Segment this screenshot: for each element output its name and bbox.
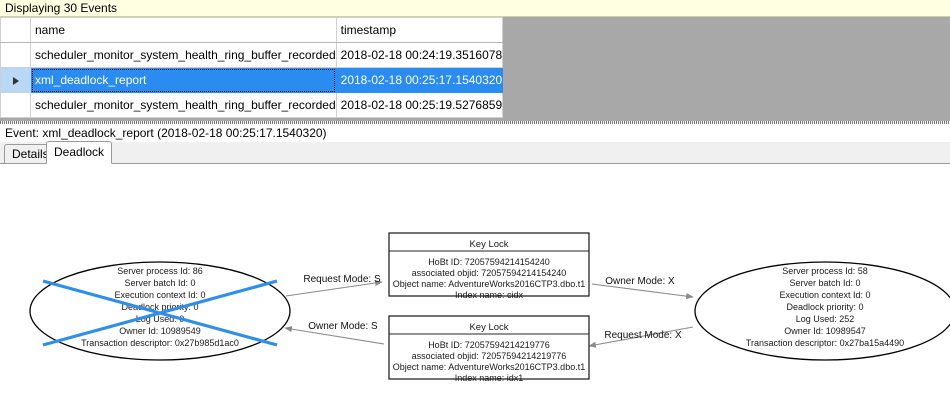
cell-timestamp[interactable]: 2018-02-18 00:25:17.1540320 <box>335 67 504 93</box>
cell-timestamp[interactable]: 2018-02-18 00:25:19.5276859 <box>335 92 504 118</box>
process-right-line-0: Server process Id: 58 <box>782 266 868 276</box>
process-right-line-2: Execution context Id: 0 <box>779 290 870 300</box>
resource-bottom-line-3: Index name: idx1 <box>455 373 524 383</box>
tab-details[interactable]: Details <box>4 144 57 163</box>
process-left-line-4: Log Used: 0 <box>136 314 185 324</box>
resource-bottom-line-2: Object name: AdventureWorks2016CTP3.dbo.… <box>393 362 585 372</box>
events-count-banner: Displaying 30 Events <box>0 0 950 17</box>
row-selector-cell[interactable] <box>0 42 31 68</box>
edge-label-bottom-owner-left: Owner Mode: S <box>308 321 378 332</box>
edge-left-request-top: Request Mode: S <box>285 274 383 297</box>
tab-deadlock[interactable]: Deadlock <box>46 141 113 164</box>
cell-timestamp[interactable]: 2018-02-18 00:24:19.3516078 <box>335 42 504 68</box>
process-node-left[interactable]: Server process Id: 86 Server batch Id: 0… <box>29 261 291 361</box>
process-left-line-6: Transaction descriptor: 0x27b985d1ac0 <box>81 338 239 348</box>
victim-cross-icon <box>42 279 278 347</box>
edge-right-request-bottom: Request Mode: X <box>588 326 694 348</box>
process-right-line-6: Transaction descriptor: 0x27ba15a4490 <box>746 338 904 348</box>
process-right-line-5: Owner Id: 10989547 <box>784 326 866 336</box>
resource-box-top[interactable] <box>388 232 590 297</box>
resource-bottom-title: Key Lock <box>469 322 508 333</box>
process-right-line-4: Log Used: 252 <box>796 314 855 324</box>
resource-bottom-line-1: associated objid: 72057594214219776 <box>412 351 567 361</box>
process-right-line-1: Server batch Id: 0 <box>789 278 860 288</box>
process-left-line-2: Execution context Id: 0 <box>114 290 205 300</box>
row-selector-cell[interactable] <box>0 92 31 118</box>
table-header-row: name timestamp <box>0 17 504 43</box>
cell-name[interactable]: xml_deadlock_report <box>30 67 337 93</box>
edge-top-owner-right: Owner Mode: X <box>591 276 694 300</box>
column-header-name[interactable]: name <box>30 17 337 43</box>
resource-top-line-3: Index name: cidx <box>455 290 524 300</box>
edge-bottom-owner-left: Owner Mode: S <box>284 321 385 345</box>
resource-node-bottom[interactable]: Key Lock HoBt ID: 72057594214219776 asso… <box>388 315 590 383</box>
edge-label-top-owner-right: Owner Mode: X <box>605 276 675 287</box>
events-grid-body[interactable]: scheduler_monitor_system_health_ring_buf… <box>0 42 504 118</box>
process-left-line-3: Deadlock priority: 0 <box>121 302 198 312</box>
events-grid-header: name timestamp <box>0 17 504 43</box>
resource-top-line-1: associated objid: 72057594214154240 <box>412 268 567 278</box>
process-ellipse-right[interactable] <box>694 261 950 361</box>
process-left-line-5: Owner Id: 10989549 <box>119 326 201 336</box>
process-node-right[interactable]: Server process Id: 58 Server batch Id: 0… <box>694 261 950 361</box>
process-right-line-3: Deadlock priority: 0 <box>786 302 863 312</box>
event-detail-caption: Event: xml_deadlock_report (2018-02-18 0… <box>0 124 950 142</box>
deadlock-graph-canvas[interactable]: Request Mode: S Owner Mode: X Owner Mode… <box>0 164 950 400</box>
current-row-arrow-icon <box>12 76 19 85</box>
edge-label-left-request-top: Request Mode: S <box>303 274 381 285</box>
resource-top-line-2: Object name: AdventureWorks2016CTP3.dbo.… <box>393 279 585 289</box>
edge-label-right-request-bottom: Request Mode: X <box>604 330 682 341</box>
events-grid-area[interactable]: name timestamp scheduler_monitor_system_… <box>0 17 950 121</box>
process-ellipse-left[interactable] <box>29 261 291 361</box>
cell-name[interactable]: scheduler_monitor_system_health_ring_buf… <box>30 42 337 68</box>
resource-top-title: Key Lock <box>469 239 508 250</box>
resource-top-line-0: HoBt ID: 72057594214154240 <box>428 257 550 267</box>
process-left-line-1: Server batch Id: 0 <box>124 278 195 288</box>
process-left-line-0: Server process Id: 86 <box>117 266 203 276</box>
row-selector-cell[interactable] <box>0 67 31 93</box>
events-grid[interactable]: name timestamp scheduler_monitor_system_… <box>0 17 504 118</box>
column-header-timestamp[interactable]: timestamp <box>335 17 504 43</box>
table-row[interactable]: scheduler_monitor_system_health_ring_buf… <box>0 42 504 68</box>
resource-bottom-line-0: HoBt ID: 72057594214219776 <box>428 340 550 350</box>
table-row[interactable]: scheduler_monitor_system_health_ring_buf… <box>0 92 504 118</box>
cell-name[interactable]: scheduler_monitor_system_health_ring_buf… <box>30 92 337 118</box>
detail-tabstrip[interactable]: Details Deadlock <box>0 141 950 164</box>
column-header-selector[interactable] <box>0 17 31 43</box>
resource-box-bottom[interactable] <box>388 315 590 380</box>
horizontal-splitter[interactable] <box>0 121 950 125</box>
table-row-selected[interactable]: xml_deadlock_report 2018-02-18 00:25:17.… <box>0 67 504 93</box>
resource-node-top[interactable]: Key Lock HoBt ID: 72057594214154240 asso… <box>388 232 590 300</box>
